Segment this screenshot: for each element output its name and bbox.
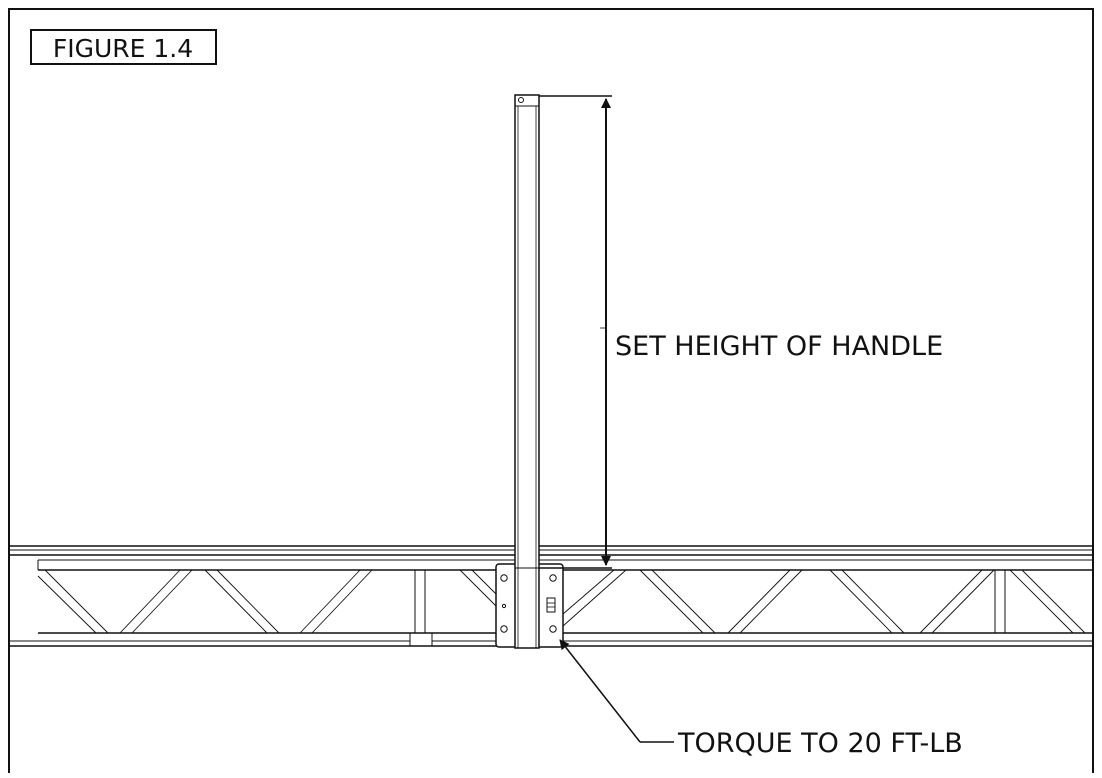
height-callout: SET HEIGHT OF HANDLE [615, 331, 943, 362]
figure-frame [8, 8, 1094, 773]
figure-label: FIGURE 1.4 [53, 34, 193, 63]
figure-label-box: FIGURE 1.4 [30, 29, 217, 65]
truss-rail [9, 545, 1093, 647]
height-dimension [539, 95, 612, 569]
torque-leader [559, 639, 674, 743]
handle-post [514, 94, 540, 649]
torque-callout: TORQUE TO 20 FT-LB [677, 728, 963, 759]
set-screw [546, 597, 556, 613]
